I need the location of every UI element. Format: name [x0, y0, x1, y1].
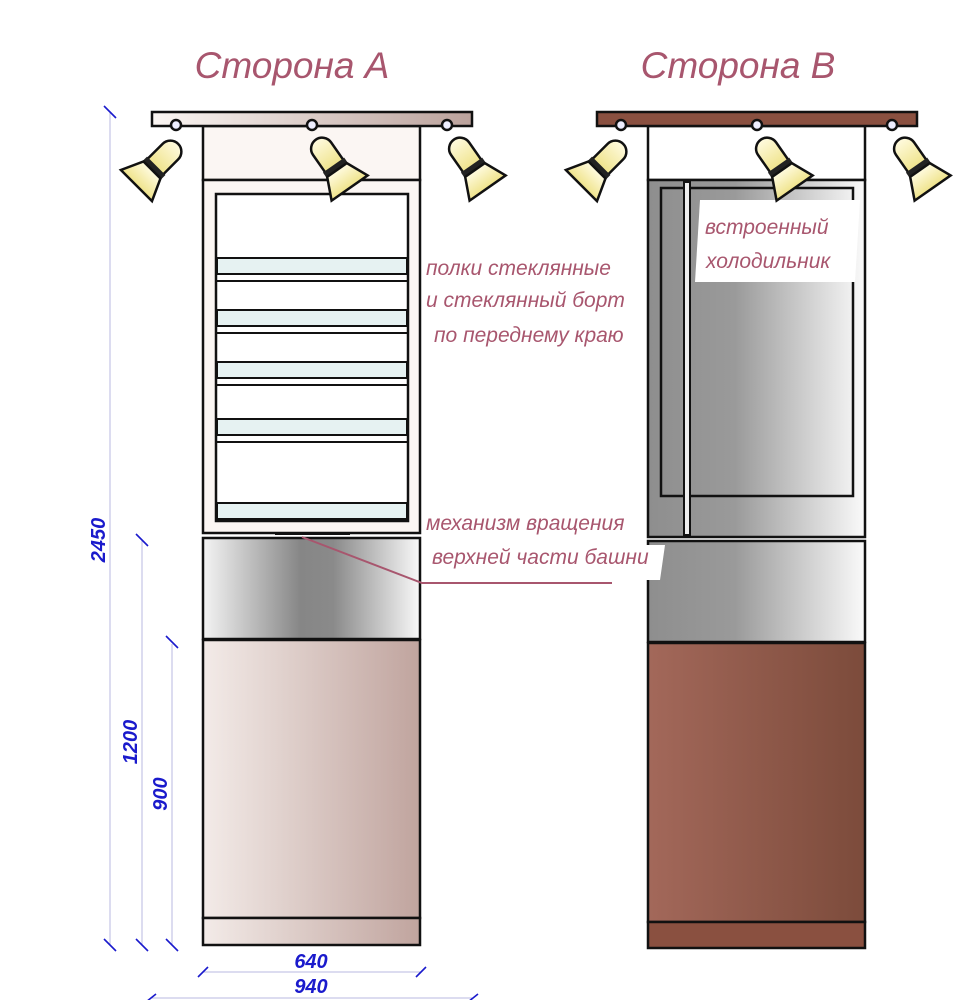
side-b-tower — [564, 110, 952, 950]
side-b-title: Сторона B — [641, 45, 836, 86]
base-cabinet-b — [646, 641, 867, 924]
mechanism-annotation: механизм вращения верхней части башни — [426, 512, 649, 569]
dimension-940: 940 — [294, 976, 327, 998]
spotlight-icon — [119, 127, 195, 203]
spotlight-icon — [564, 127, 640, 203]
glass-shelves — [214, 192, 410, 523]
side-a-title: Сторона A — [195, 45, 390, 86]
rotation-mechanism-b — [646, 539, 867, 644]
plinth-a — [201, 916, 422, 947]
dimension-2450: 2450 — [88, 518, 110, 564]
mechanism-leader-line — [301, 536, 612, 584]
dimension-lines — [103, 105, 479, 1000]
dimension-900: 900 — [150, 777, 172, 810]
dimension-640: 640 — [294, 951, 327, 973]
base-cabinet-a — [201, 638, 422, 920]
shelves-annotation: полки стеклянные и стеклянный борт по пе… — [426, 257, 631, 347]
spotlight-icon — [434, 125, 507, 202]
spotlight-icon — [879, 125, 952, 202]
rotation-mechanism-a — [201, 536, 422, 641]
fridge-annotation: встроенный холодильник — [705, 216, 834, 273]
plinth-b — [646, 920, 867, 950]
dimension-1200: 1200 — [120, 720, 142, 765]
side-a-tower — [119, 110, 507, 947]
